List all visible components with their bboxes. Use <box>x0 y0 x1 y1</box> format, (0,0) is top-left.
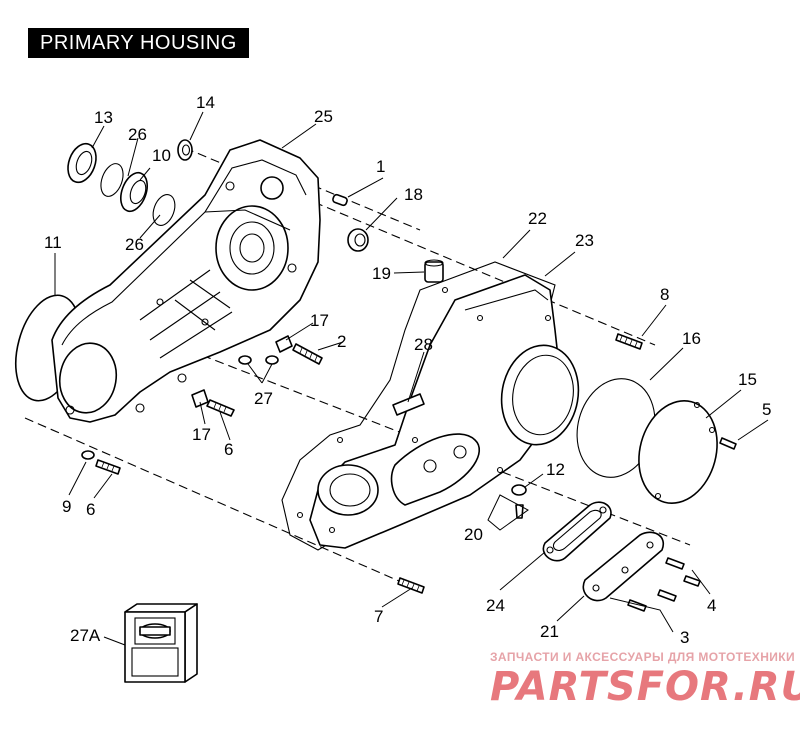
part-27-washers <box>238 355 279 365</box>
part-24-inspection-gasket <box>542 501 612 562</box>
part-27a-kit-package <box>124 603 198 683</box>
callout-3: 3 <box>680 628 689 647</box>
callout-18: 18 <box>404 185 423 204</box>
part-5-screw <box>719 437 737 450</box>
callout-21: 21 <box>540 622 559 641</box>
callout-25: 25 <box>314 107 333 126</box>
callout-labels: 1 2 3 4 5 6 6 7 8 9 10 11 12 13 14 15 16… <box>44 93 771 647</box>
diagram-title: PRIMARY HOUSING <box>28 28 249 58</box>
part-17-lock-plate-lower <box>191 389 209 408</box>
callout-27a: 27A <box>70 626 101 645</box>
callout-2: 2 <box>337 332 346 351</box>
watermark-brand: PARTSFOR.RU <box>490 664 800 710</box>
part-14-bushing <box>177 139 193 161</box>
callout-19: 19 <box>372 264 391 283</box>
callout-5: 5 <box>762 400 771 419</box>
part-7-screw <box>397 577 425 594</box>
callout-4: 4 <box>707 596 716 615</box>
part-26-retaining-ring-bottom <box>152 194 176 226</box>
callout-6-upper: 6 <box>224 440 233 459</box>
callout-12: 12 <box>546 460 565 479</box>
callout-14: 14 <box>196 93 215 112</box>
callout-27: 27 <box>254 389 273 408</box>
part-6-screw-upper <box>206 399 235 417</box>
part-15-derby-cover <box>638 400 718 504</box>
part-9-washer <box>81 450 95 460</box>
callout-8: 8 <box>660 285 669 304</box>
part-3-4-cover-screws <box>627 557 701 612</box>
part-25-inner-housing <box>51 139 321 423</box>
callout-22: 22 <box>528 209 547 228</box>
part-13-seal <box>67 142 97 184</box>
callout-17-upper: 17 <box>310 311 329 330</box>
callout-6-lower: 6 <box>86 500 95 519</box>
part-28-label <box>392 393 425 416</box>
callout-26-lower: 26 <box>125 235 144 254</box>
callout-10: 10 <box>152 146 171 165</box>
part-18-bushing <box>347 228 369 252</box>
watermark: ЗАПЧАСТИ И АКСЕССУАРЫ ДЛЯ МОТОТЕХНИКИ PA… <box>490 650 800 710</box>
part-2-screw <box>292 343 323 365</box>
callout-17-lower: 17 <box>192 425 211 444</box>
callout-15: 15 <box>738 370 757 389</box>
part-26-retaining-ring-top <box>100 163 124 197</box>
part-23-outer-cover <box>309 274 580 549</box>
callout-13: 13 <box>94 108 113 127</box>
part-1-dowel-pin <box>332 193 348 207</box>
part-19-spacer <box>424 259 444 283</box>
callout-16: 16 <box>682 329 701 348</box>
callout-1: 1 <box>376 157 385 176</box>
callout-20: 20 <box>464 525 483 544</box>
callout-26-upper: 26 <box>128 125 147 144</box>
callout-24: 24 <box>486 596 505 615</box>
part-10-bearing <box>120 171 148 213</box>
part-8-screw <box>615 333 643 350</box>
part-12-plug <box>511 484 527 519</box>
part-21-inspection-cover <box>582 531 665 602</box>
watermark-tagline: ЗАПЧАСТИ И АКСЕССУАРЫ ДЛЯ МОТОТЕХНИКИ <box>490 650 795 664</box>
callout-23: 23 <box>575 231 594 250</box>
callout-7: 7 <box>374 607 383 626</box>
part-6-screw-lower <box>95 459 121 475</box>
callout-11: 11 <box>44 233 62 252</box>
part-17-lock-plate-upper <box>275 335 293 353</box>
callout-28: 28 <box>414 335 433 354</box>
callout-9: 9 <box>62 497 71 516</box>
callout-leader-lines <box>54 111 769 646</box>
